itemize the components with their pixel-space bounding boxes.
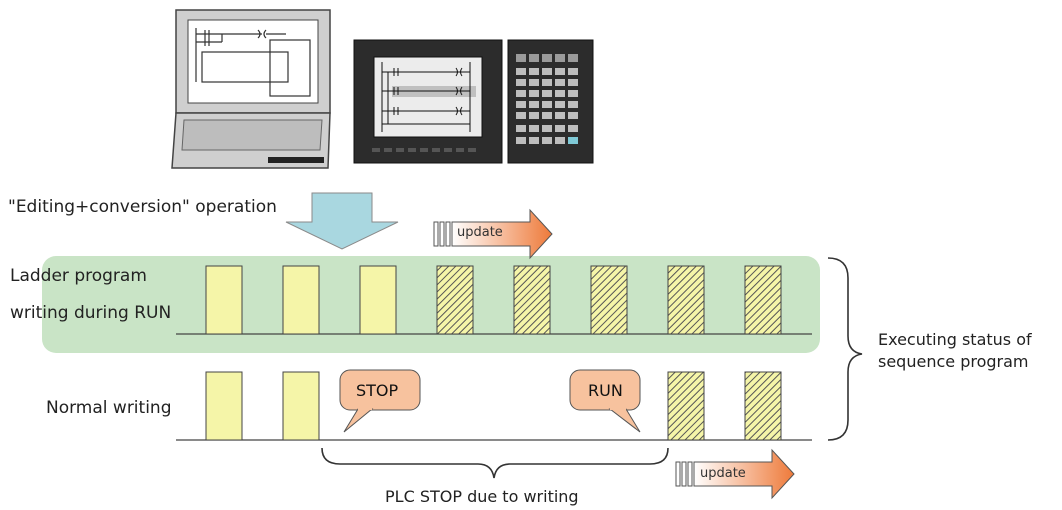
scan-block-plain (205, 371, 243, 441)
stop-duration-caption: PLC STOP due to writing (385, 487, 579, 506)
scan-block-updated (744, 371, 782, 441)
scan-block-plain (282, 371, 320, 441)
scan-block-updated (667, 265, 705, 335)
status-label-line2: sequence program (878, 352, 1029, 371)
scan-block-updated (744, 265, 782, 335)
update-label-bottom: update (700, 466, 746, 481)
run-bubble-label: RUN (588, 381, 623, 400)
cnc-panel-icon (353, 39, 594, 164)
normal-blocks (205, 371, 782, 441)
status-brace (827, 257, 863, 441)
ladder-blocks (205, 265, 782, 335)
run-bubble (569, 369, 641, 433)
update-arrow-bottom (675, 448, 795, 500)
scan-block-plain (282, 265, 320, 335)
operation-label: "Editing+conversion" operation (8, 197, 277, 217)
normal-row-label: Normal writing (46, 398, 172, 418)
stop-bubble (339, 369, 421, 433)
laptop-icon (171, 9, 331, 169)
scan-block-plain (205, 265, 243, 335)
ladder-row-label-line2: writing during RUN (10, 303, 172, 323)
scan-block-updated (513, 265, 551, 335)
editing-down-arrow (285, 192, 399, 250)
status-label-line1: Executing status of (878, 330, 1032, 349)
stop-duration-brace (321, 447, 669, 479)
update-arrow-top (433, 208, 553, 260)
scan-block-updated (436, 265, 474, 335)
ladder-row-label-line1: Ladder program (10, 266, 147, 286)
scan-block-plain (359, 265, 397, 335)
stop-bubble-label: STOP (356, 381, 399, 400)
update-label-top: update (457, 225, 503, 240)
scan-block-updated (590, 265, 628, 335)
scan-block-updated (667, 371, 705, 441)
